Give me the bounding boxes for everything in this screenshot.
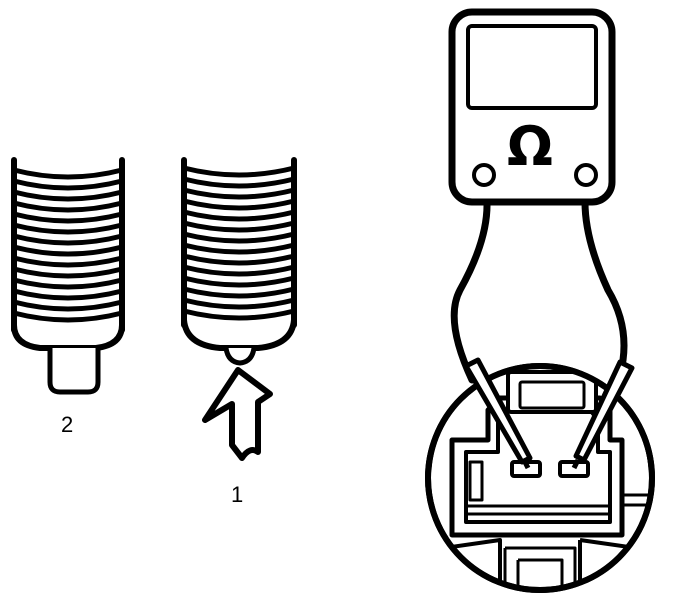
thread-ridge xyxy=(181,176,297,189)
thread-ridge xyxy=(11,310,125,323)
thread-ridge xyxy=(11,222,125,235)
thread-ridge xyxy=(11,189,125,202)
thread-ridge xyxy=(181,242,297,255)
thread-ridge xyxy=(181,308,297,321)
probe-left xyxy=(463,357,533,470)
thread-ridge xyxy=(11,167,125,180)
thread-ridge xyxy=(181,209,297,222)
thread-ridge xyxy=(11,178,125,191)
thread-ridge xyxy=(181,231,297,244)
terminal-right xyxy=(558,460,590,478)
ohm-symbol: Ω xyxy=(507,115,553,178)
meter-jack-right xyxy=(574,163,598,187)
thread-ridge xyxy=(181,220,297,233)
thread-ridge xyxy=(11,255,125,268)
thread-ridge xyxy=(181,264,297,277)
threaded-part-1 xyxy=(181,157,297,461)
label-part-2: 2 xyxy=(61,412,74,437)
thread-ridge xyxy=(181,187,297,200)
thread-ridge xyxy=(11,277,125,290)
test-lead-right xyxy=(581,198,628,379)
thread-ridge xyxy=(11,244,125,257)
thread-ridge xyxy=(11,211,125,224)
thread-ridge xyxy=(11,288,125,301)
thread-ridge xyxy=(11,233,125,246)
thread-ridge xyxy=(181,165,297,178)
threads-1 xyxy=(181,165,297,321)
thread-ridge xyxy=(11,299,125,312)
multimeter-display xyxy=(466,24,598,110)
arrow-icon xyxy=(202,367,273,461)
part-2-tip xyxy=(47,345,101,395)
label-part-1: 1 xyxy=(231,482,244,507)
connector-detail xyxy=(425,357,655,593)
thread-ridge xyxy=(181,286,297,299)
probe-right xyxy=(571,359,635,470)
thread-ridge xyxy=(181,275,297,288)
thread-ridge xyxy=(181,253,297,266)
meter-jack-left xyxy=(472,163,496,187)
test-lead-left xyxy=(450,198,491,384)
threaded-part-2 xyxy=(11,157,125,395)
part-1-blob xyxy=(223,345,257,366)
thread-ridge xyxy=(11,266,125,279)
thread-ridge xyxy=(181,297,297,310)
multimeter xyxy=(448,8,628,384)
thread-ridge xyxy=(181,198,297,211)
thread-ridge xyxy=(11,200,125,213)
threads-2 xyxy=(11,167,125,323)
